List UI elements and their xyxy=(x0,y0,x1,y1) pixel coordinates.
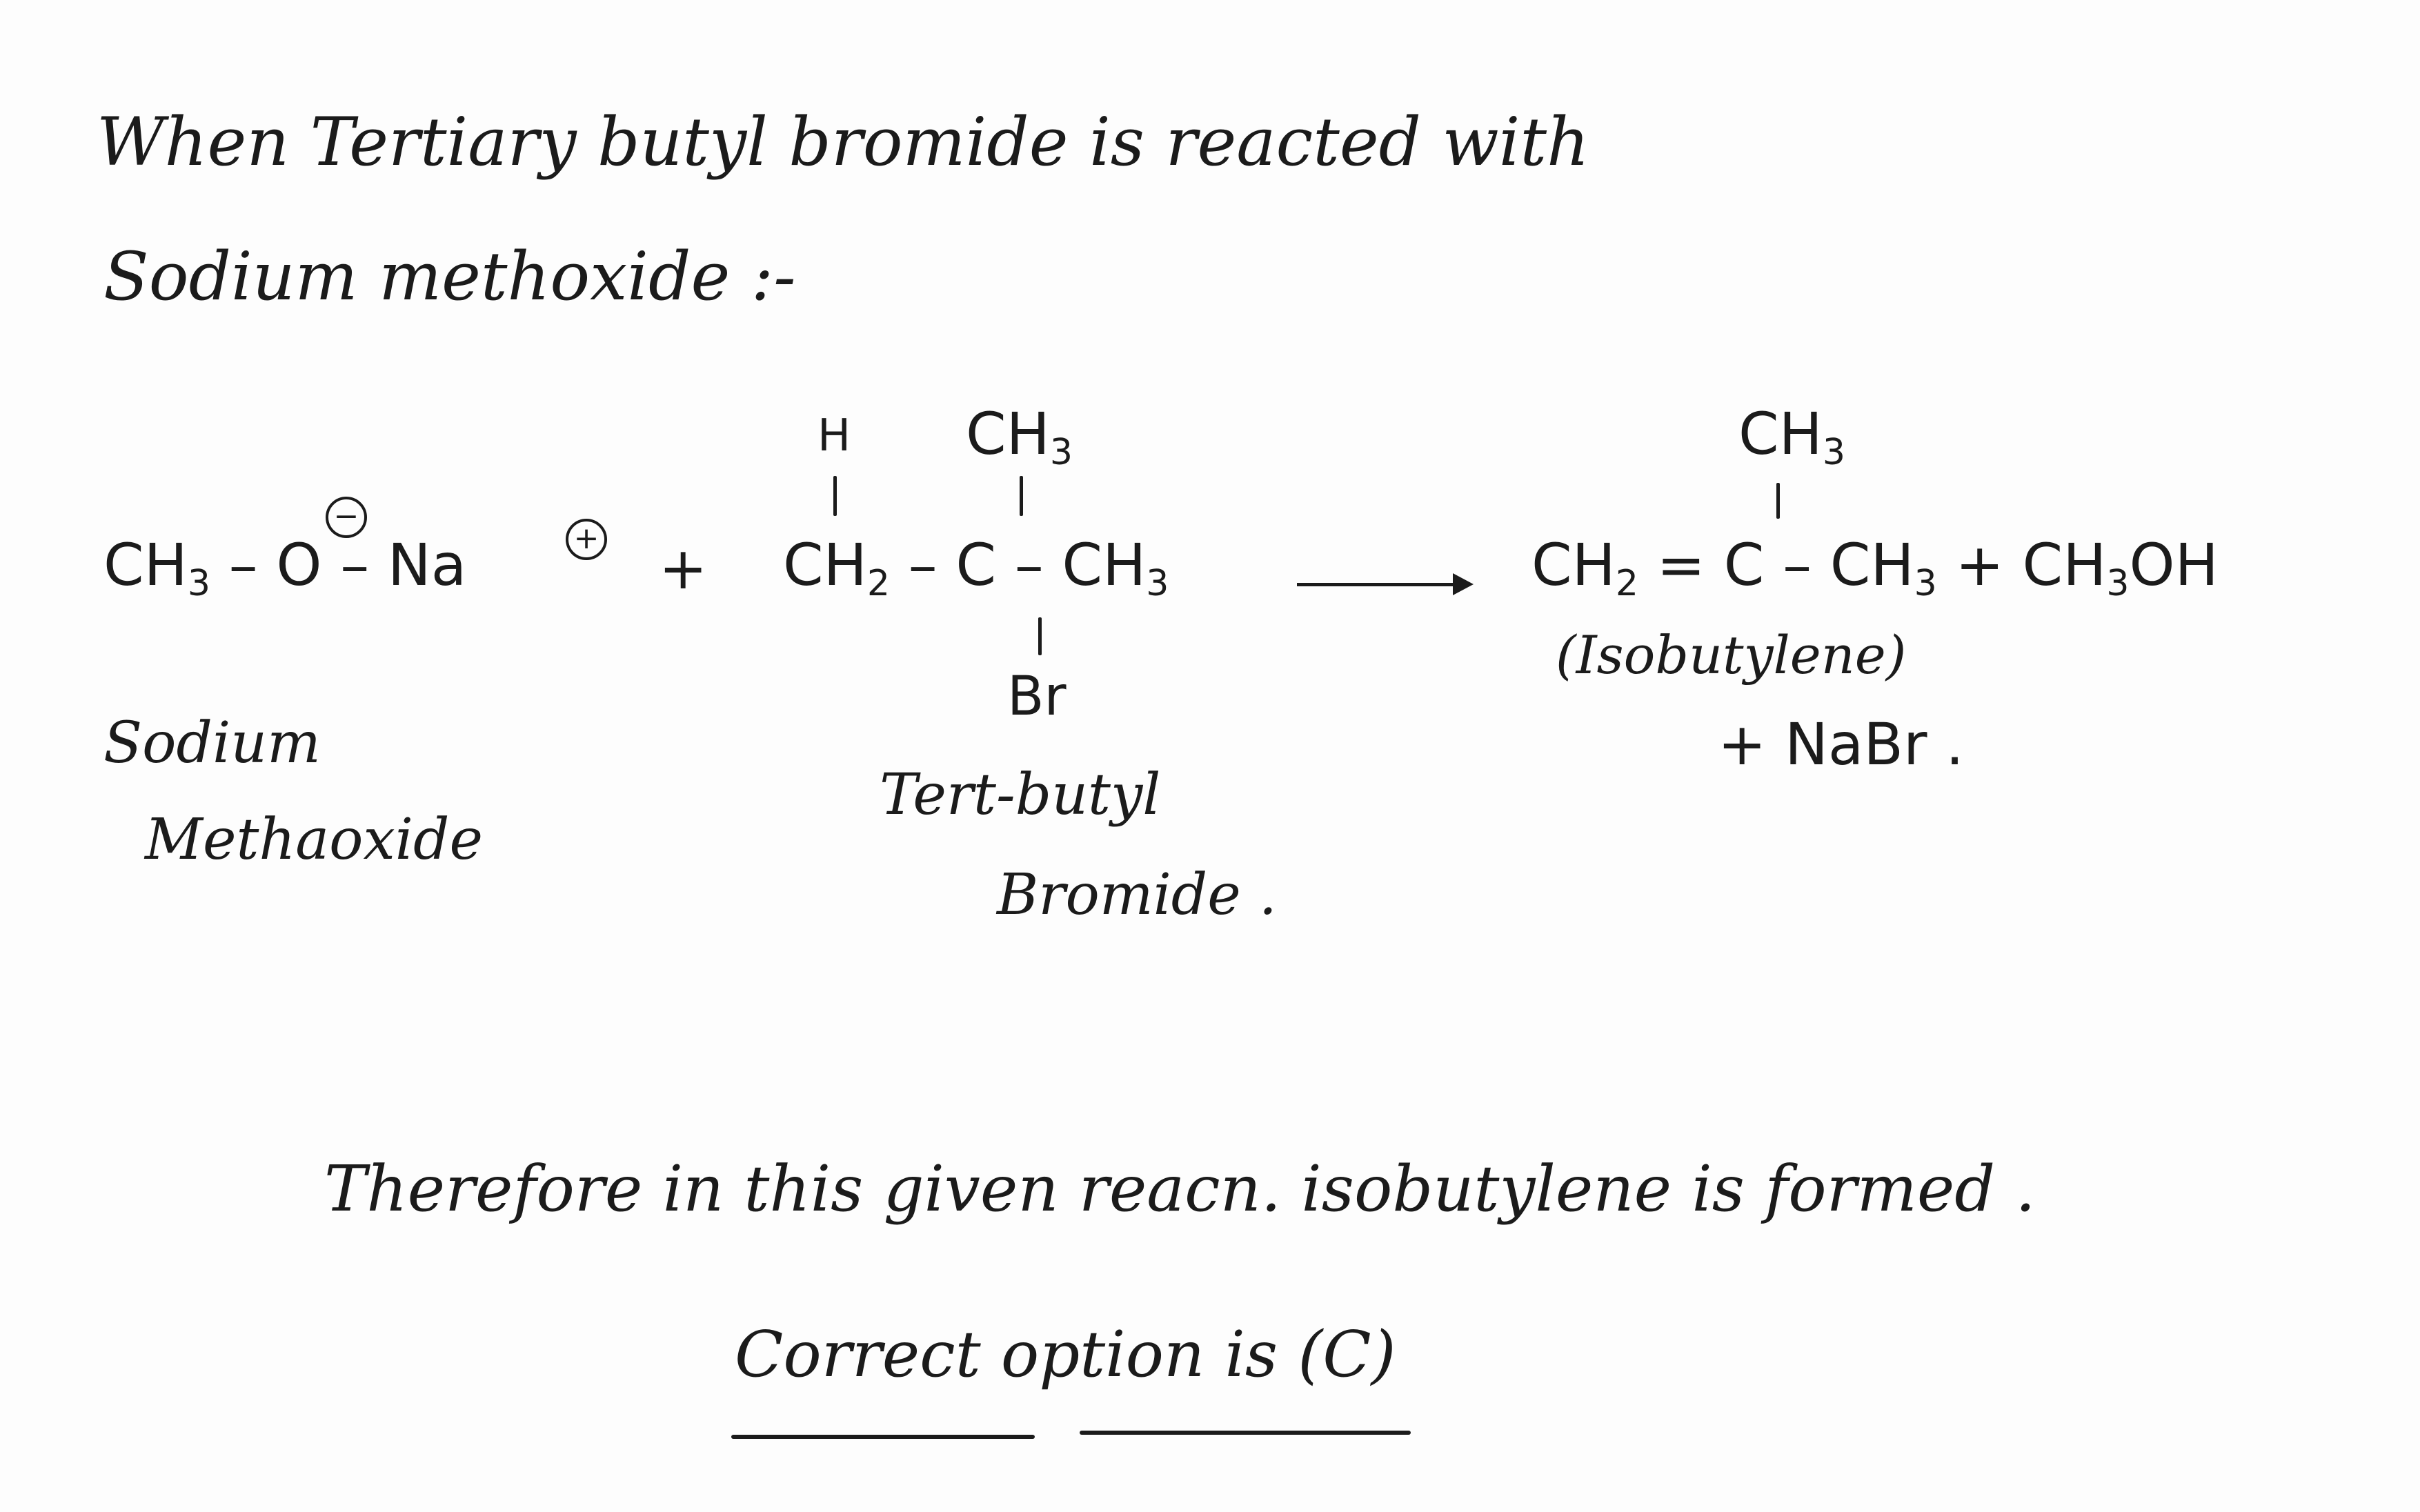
plus-sign: + xyxy=(659,535,708,602)
substrate-h-bond xyxy=(833,476,837,516)
conclusion-line-2: Correct option is (C) xyxy=(735,1317,1396,1391)
product-name: (Isobutylene) xyxy=(1556,624,1907,686)
anion-charge: − xyxy=(326,497,367,538)
intro-line-1: When Tertiary butyl bromide is reacted w… xyxy=(97,103,1589,181)
substrate-name-line-1: Tert-butyl xyxy=(880,762,1161,828)
byproduct: + NaBr . xyxy=(1718,710,1964,778)
substrate-name-line-2: Bromide . xyxy=(997,862,1277,928)
substrate-br-bond xyxy=(1038,617,1042,655)
product-chain: CH2 = C – CH3 + CH3OH xyxy=(1531,531,2219,604)
cation-charge: + xyxy=(566,519,607,560)
product-ch3-bond xyxy=(1776,483,1780,519)
product-top-ch3: CH3 xyxy=(1738,400,1845,473)
reagent-formula: CH3 – O – Na xyxy=(103,531,467,604)
underline-left xyxy=(731,1435,1035,1439)
intro-line-2: Sodium methoxide :- xyxy=(103,238,796,315)
substrate-top-h: H xyxy=(817,410,851,461)
reagent-name-line-2: Methaoxide xyxy=(145,807,483,873)
reaction-arrow xyxy=(1297,573,1474,595)
substrate-bottom-br: Br xyxy=(1007,666,1067,728)
reagent-name-line-1: Sodium xyxy=(103,710,321,776)
conclusion-line-1: Therefore in this given reacn. isobutyle… xyxy=(324,1152,2036,1226)
substrate-ch3-bond xyxy=(1020,476,1023,516)
substrate-top-ch3: CH3 xyxy=(966,400,1073,473)
substrate-chain: CH2 – C – CH3 xyxy=(783,531,1169,604)
underline-right xyxy=(1080,1431,1411,1435)
